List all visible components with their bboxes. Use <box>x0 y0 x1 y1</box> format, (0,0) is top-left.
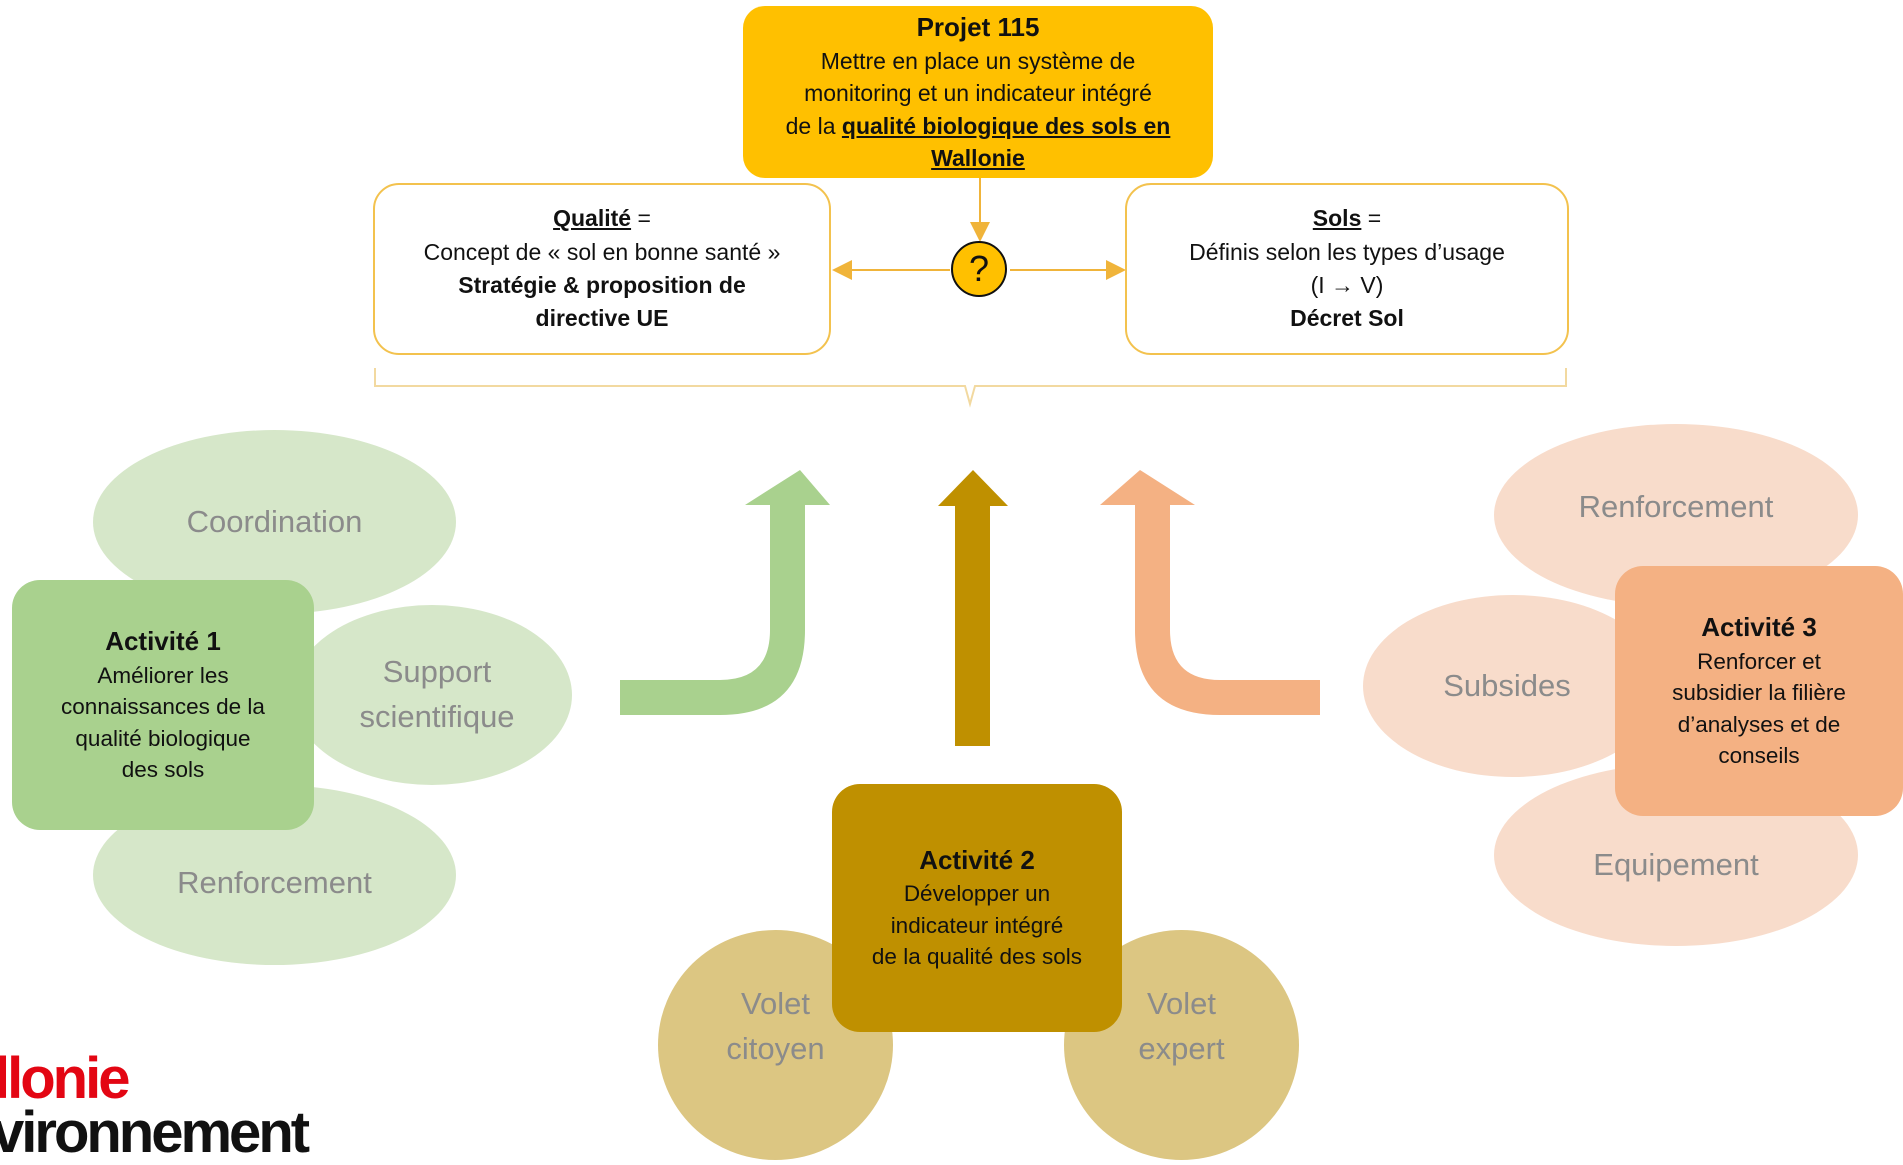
activity3-line4: conseils <box>1718 743 1800 769</box>
quality-line1: Concept de « sol en bonne santé » <box>423 238 781 265</box>
soils-head: Sols <box>1312 205 1362 232</box>
grouping-brace <box>374 368 1567 408</box>
bubble-volet-citoyen: Volet citoyen <box>658 930 893 1160</box>
soils-box: Sols = Définis selon les types d’usage (… <box>1125 183 1569 355</box>
activity1-line1: Améliorer les <box>97 662 229 688</box>
soils-line2: (I → V) <box>1310 272 1384 298</box>
activity2-title: Activité 2 <box>919 845 1035 876</box>
project-line3-link: qualité biologique des sols en <box>841 112 1171 139</box>
arrow-activity2-up <box>938 470 1008 746</box>
logo-line2: vironnement <box>0 1100 310 1165</box>
project-line2: monitoring et un indicateur intégré <box>804 80 1152 107</box>
activity3-title: Activité 3 <box>1701 612 1817 643</box>
activity1-title: Activité 1 <box>105 626 221 657</box>
project-line1: Mettre en place un système de <box>820 48 1136 75</box>
soils-head-suffix: = <box>1361 205 1382 232</box>
activity1-line2: connaissances de la <box>61 694 265 720</box>
activity3-line1: Renforcer et <box>1697 648 1821 674</box>
quality-box: Qualité = Concept de « sol en bonne sant… <box>373 183 831 355</box>
arrow-activity3-up <box>1100 470 1320 715</box>
arrow-activity1-up <box>620 470 830 715</box>
activity2-card: Activité 2 Développer un indicateur inté… <box>832 784 1122 1032</box>
bubble-support-scientifique: Support scientifique <box>292 605 572 785</box>
project-line3-prefix: de la <box>785 112 842 139</box>
activity3-card: Activité 3 Renforcer et subsidier la fil… <box>1615 566 1903 816</box>
activity2-line2: indicateur intégré <box>890 912 1064 938</box>
activity2-line3: de la qualité des sols <box>871 944 1083 970</box>
soils-line1: Définis selon les types d’usage <box>1189 238 1505 265</box>
quality-line2: Stratégie & proposition de <box>458 272 746 298</box>
project-box: Projet 115 Mettre en place un système de… <box>743 6 1213 178</box>
soils-line3: Décret Sol <box>1290 305 1404 332</box>
logo-line1: llonie <box>0 1046 130 1111</box>
activity2-line1: Développer un <box>903 881 1051 907</box>
wallonie-environnement-logo: llonie vironnement <box>0 1046 310 1165</box>
question-mark-text: ? <box>968 248 990 289</box>
activity3-line3: d’analyses et de <box>1677 711 1841 737</box>
bubble-subsides: Subsides <box>1363 595 1663 777</box>
activity1-line4: des sols <box>121 757 205 783</box>
quality-head: Qualité <box>553 205 632 232</box>
question-mark-icon: ? <box>951 241 1007 297</box>
quality-line3: directive UE <box>535 305 669 332</box>
activity1-card: Activité 1 Améliorer les connaissances d… <box>12 580 314 830</box>
project-title: Projet 115 <box>916 12 1040 43</box>
quality-head-suffix: = <box>631 205 651 232</box>
project-line4-link: Wallonie <box>931 144 1025 171</box>
activity3-line2: subsidier la filière <box>1672 680 1846 706</box>
diagram-connectors <box>374 178 1567 746</box>
activity1-line3: qualité biologique <box>75 725 251 751</box>
